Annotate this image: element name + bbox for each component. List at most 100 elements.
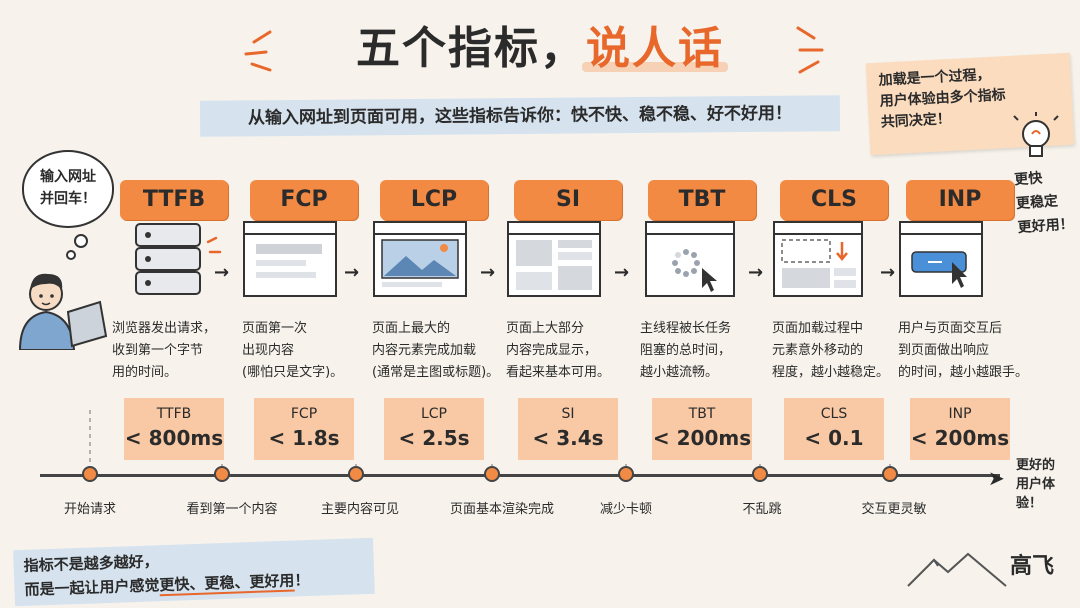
dashed-connectors [89, 410, 891, 466]
desc-line: (通常是主图或标题)。 [372, 365, 500, 380]
sparkle-right-icon [796, 26, 824, 74]
timeline-label: 主要内容可见 [320, 502, 399, 517]
metric-pill: LCP [380, 180, 488, 220]
desc-line: 的时间，越小越跟手。 [898, 365, 1029, 380]
desc-line: 浏览器发出请求， [112, 321, 217, 336]
threshold-name: INP [948, 406, 972, 422]
timeline-dot [484, 466, 500, 482]
title-accent: 说人话 [586, 23, 724, 74]
page-title: 五个指标，说人话 [0, 12, 1080, 76]
timeline-label: 开始请求 [63, 502, 116, 517]
threshold-box: TTFB < 800ms [124, 398, 224, 460]
threshold-box: FCP < 1.8s [254, 398, 354, 460]
desc-line: 阻塞的总时间， [640, 343, 732, 358]
timeline-label: 减少卡顿 [599, 502, 652, 517]
threshold-box: INP < 200ms [910, 398, 1010, 460]
click-button-icon [899, 221, 983, 297]
browser-layout-icon [507, 221, 601, 297]
desc-line: 到页面做出响应 [898, 343, 990, 358]
arrow-right-icon: → [748, 262, 764, 283]
timeline-dot [82, 466, 98, 482]
timeline-arrowhead-icon: ➤ [988, 466, 1005, 490]
metric-desc: 页面第一次 出现内容 (哪怕只是文字)。 [242, 318, 392, 384]
threshold-name: CLS [820, 406, 848, 422]
desc-line: 看起来基本可用。 [506, 365, 611, 380]
thought-dot [74, 234, 88, 248]
user-at-laptop-icon [18, 273, 108, 350]
arrow-right-icon: → [214, 262, 230, 283]
timeline-label: 交互更灵敏 [861, 502, 927, 517]
desc-line: 页面上大部分 [506, 321, 585, 336]
arrow-right-icon: → [880, 262, 896, 283]
title-main: 五个指标， [356, 23, 586, 74]
end-line: 更好的 [1016, 458, 1056, 473]
threshold-name: LCP [420, 406, 448, 422]
desc-line: 元素意外移动的 [772, 343, 864, 358]
desc-line: 越小越流畅。 [640, 365, 719, 380]
bottom-note: 指标不是越多越好， 而是一起让用户感觉更快、更稳、更好用！ [13, 537, 375, 607]
arrow-right-icon: → [344, 262, 360, 283]
bottom-line-pre: 而是一起让用户感觉 [24, 576, 160, 599]
desc-line: 程度，越小越稳定。 [772, 365, 890, 380]
desc-line: 出现内容 [242, 343, 295, 358]
metric-pill: FCP [250, 180, 358, 220]
metric-pill: TTFB [120, 180, 228, 220]
metric-pill: TBT [648, 180, 756, 220]
metric-pill: CLS [780, 180, 888, 220]
signature: 高飞 [1010, 554, 1055, 579]
timeline-dot [752, 466, 768, 482]
threshold-box: TBT < 200ms [652, 398, 752, 460]
browser-image-icon [373, 221, 467, 297]
threshold-name: TTFB [156, 406, 192, 422]
timeline-dot [214, 466, 230, 482]
desc-line: 页面加载过程中 [772, 321, 864, 336]
desc-line: 内容元素完成加载 [372, 343, 477, 358]
lightbulb-icon [1013, 112, 1059, 157]
threshold-box: CLS < 0.1 [784, 398, 884, 460]
browser-first-paint-icon [243, 221, 337, 297]
metric-desc: 页面加载过程中 元素意外移动的 程度，越小越稳定。 [772, 318, 922, 384]
server-icon [135, 223, 222, 295]
threshold-name: TBT [688, 406, 716, 422]
desc-line: 收到第一个字节 [112, 343, 204, 358]
threshold-value: < 0.1 [804, 426, 864, 450]
threshold-value: < 2.5s [398, 426, 470, 450]
threshold-value: < 1.8s [268, 426, 340, 450]
arrow-right-icon: → [480, 262, 496, 283]
desc-line: 用的时间。 [112, 365, 178, 380]
sparkle-left-icon [244, 30, 272, 72]
threshold-value: < 200ms [910, 426, 1010, 450]
desc-line: 用户与页面交互后 [898, 321, 1003, 336]
threshold-value: < 200ms [652, 426, 752, 450]
layout-shift-icon [773, 221, 863, 297]
desc-line: 主线程被长任务 [640, 321, 732, 336]
threshold-value: < 3.4s [532, 426, 604, 450]
loading-spinner-icon [645, 221, 735, 297]
timeline-label: 看到第一个内容 [186, 502, 278, 517]
end-line: 用户体验！ [1016, 477, 1056, 511]
bubble-line: 并回车！ [40, 191, 96, 207]
threshold-value: < 800ms [124, 426, 224, 450]
metric-pill: INP [906, 180, 1014, 220]
bubble-line: 输入网址 [40, 169, 96, 185]
desc-line: 内容完成显示， [506, 343, 598, 358]
mountain-logo-icon [907, 552, 1007, 587]
timeline-label: 页面基本渲染完成 [449, 502, 554, 517]
timeline-dot [348, 466, 364, 482]
arrow-right-icon: → [614, 262, 630, 283]
desc-line: (哪怕只是文字)。 [242, 365, 344, 380]
threshold-box: LCP < 2.5s [384, 398, 484, 460]
thought-dot [66, 250, 76, 260]
metric-desc: 浏览器发出请求， 收到第一个字节 用的时间。 [112, 318, 262, 384]
threshold-name: FCP [290, 406, 318, 422]
threshold-name: SI [561, 406, 575, 422]
timeline-label: 不乱跳 [742, 502, 782, 517]
metric-desc: 页面上最大的 内容元素完成加载 (通常是主图或标题)。 [372, 318, 522, 384]
desc-line: 页面上最大的 [372, 321, 451, 336]
timeline-dot [882, 466, 898, 482]
timeline-dot [618, 466, 634, 482]
speech-bubble: 输入网址 并回车！ [22, 150, 114, 228]
metric-desc: 用户与页面交互后 到页面做出响应 的时间，越小越跟手。 [898, 318, 1048, 384]
timeline-end-label: 更好的 用户体验！ [1016, 456, 1080, 513]
metric-pill: SI [514, 180, 622, 220]
